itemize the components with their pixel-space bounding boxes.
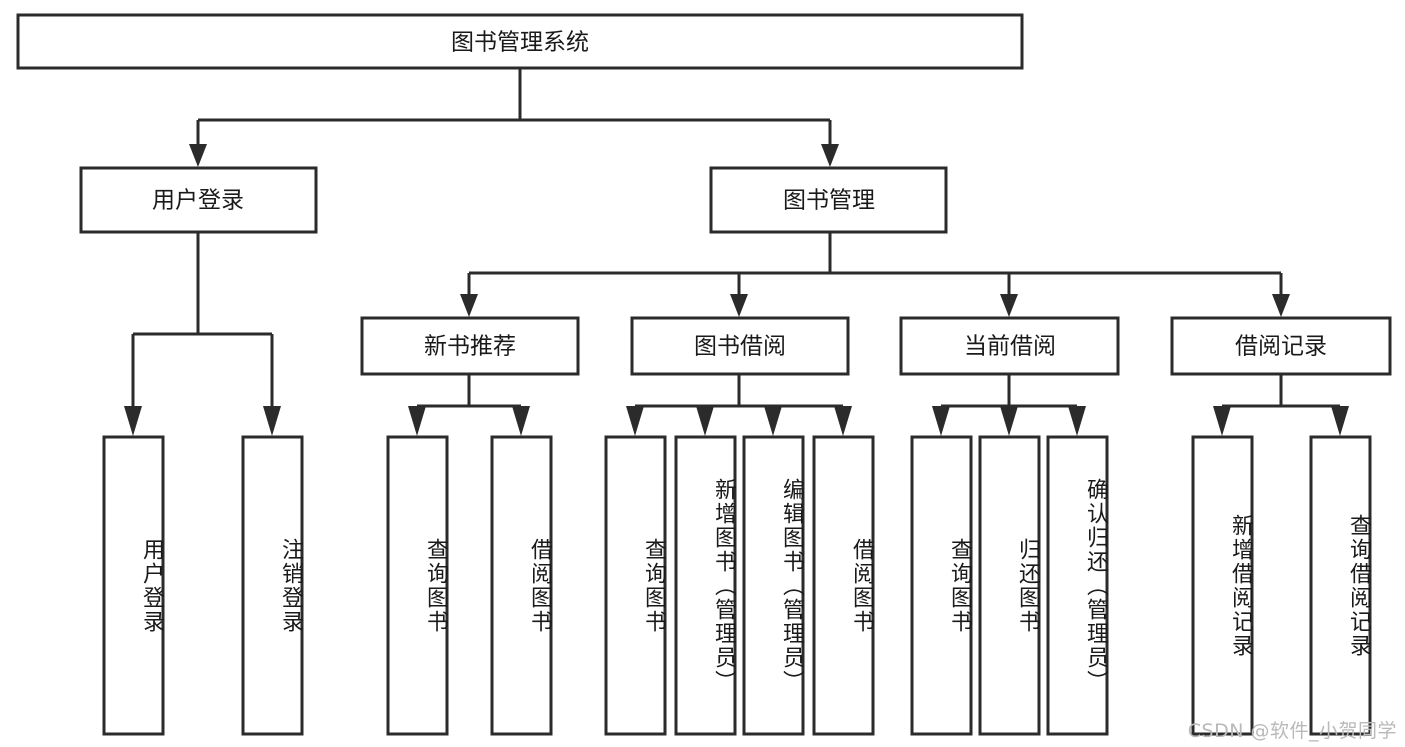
leaf-box-cb-1[interactable]: [978, 435, 1041, 736]
csdn-watermark: CSDN @软件_小贺同学: [1187, 720, 1397, 742]
leaf-box-bb-3[interactable]: [812, 435, 875, 736]
connector-layer: [124, 68, 1349, 436]
node-new-book-rec[interactable]: [360, 316, 580, 376]
leaf-box-br-0[interactable]: [1191, 435, 1254, 736]
arrow-user-login: [189, 144, 207, 167]
node-root[interactable]: [16, 13, 1024, 70]
node-borrow-record-label: 借阅记录: [1235, 334, 1327, 360]
leaf-box-br-1[interactable]: [1309, 435, 1372, 736]
leaf-box-ul-0[interactable]: [102, 435, 165, 736]
leaf-box-bb-1[interactable]: [674, 435, 737, 736]
leaf-box-cb-2[interactable]: [1046, 435, 1109, 736]
node-current-borrow-label: 当前借阅: [964, 334, 1056, 360]
leaf-box-bb-2[interactable]: [742, 435, 805, 736]
arrow-br-leaf-0: [1213, 406, 1231, 436]
arrow-bb-leaf-3: [834, 406, 852, 436]
node-book-manage[interactable]: [709, 166, 948, 234]
node-new-book-rec-label: 新书推荐: [424, 334, 516, 360]
node-current-borrow[interactable]: [899, 316, 1120, 376]
node-book-borrow-label: 图书借阅: [694, 334, 786, 360]
arrow-br-leaf-1: [1331, 406, 1349, 436]
arrow-cb-leaf-0: [932, 406, 950, 436]
arrow-borrow-record: [1272, 294, 1290, 317]
node-root-label: 图书管理系统: [451, 30, 589, 56]
leaf-box-nbr-0[interactable]: [386, 435, 449, 736]
leaf-box-cb-0[interactable]: [910, 435, 973, 736]
arrow-cb-leaf-1: [1000, 406, 1018, 436]
arrow-current-borrow: [1000, 294, 1018, 317]
arrow-cb-leaf-2: [1068, 406, 1086, 436]
node-layer: 图书管理系统 用户登录 图书管理 新书推荐 图书借阅 当前借阅 借阅记录: [16, 13, 1392, 736]
node-user-login[interactable]: [79, 166, 318, 234]
node-user-login-label: 用户登录: [152, 188, 244, 214]
arrow-bb-leaf-0: [626, 406, 644, 436]
leaf-box-nbr-1[interactable]: [490, 435, 553, 736]
arrow-bb-leaf-1: [696, 406, 714, 436]
node-book-borrow[interactable]: [630, 316, 850, 376]
arrow-bb-leaf-2: [764, 406, 782, 436]
arrow-ul-leaf-0: [124, 406, 142, 436]
arrow-new-book-rec: [460, 294, 478, 317]
arrow-nbr-leaf-1: [512, 406, 530, 436]
arrow-book-manage: [821, 144, 839, 167]
node-borrow-record[interactable]: [1170, 316, 1392, 376]
arrow-nbr-leaf-0: [408, 406, 426, 436]
arrow-book-borrow: [730, 294, 748, 317]
node-book-manage-label: 图书管理: [783, 188, 875, 214]
arrow-ul-leaf-1: [263, 406, 281, 436]
leaf-box-ul-1[interactable]: [241, 435, 304, 736]
leaf-box-bb-0[interactable]: [604, 435, 667, 736]
